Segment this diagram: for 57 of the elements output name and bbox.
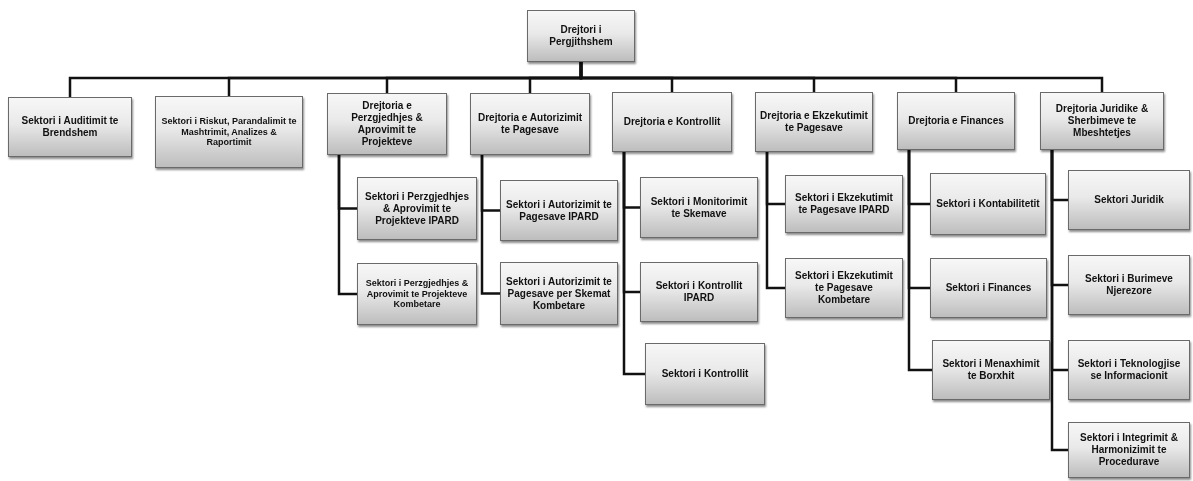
org-unit-box (470, 93, 590, 155)
unit-name: Sektori i Riskut, Parandalimit te Mashtrimit, Analizes & Raportimit (160, 115, 298, 149)
org-unit-box (640, 262, 758, 322)
unit-name: Sektori i Finances (945, 282, 1032, 294)
unit-name: Sektori i Perzgjedhjes & Aprovimit te Projekteve Kombetare (364, 277, 470, 311)
connector-line (622, 152, 645, 376)
unit-name: Sektori i Ekzekutimit te Pagesave IPARD (794, 192, 894, 216)
unit-name: Sektori i Ekzekutimit te Pagesave Kombetare (794, 270, 894, 306)
connector-line (579, 62, 1104, 92)
org-unit-box (1068, 255, 1190, 315)
org-unit-box (785, 258, 903, 318)
connector-line (337, 155, 357, 296)
org-unit-box (8, 97, 132, 157)
unit-name: Sektori i Kontabilitetit (936, 198, 1040, 210)
unit-name: Sektori i Monitorimit te Skemave (649, 195, 749, 220)
unit-name: Drejtoria e Perzgjedhjes & Aprovimit te Projekteve (350, 100, 424, 148)
org-unit-box (500, 180, 618, 241)
org-unit-box (1040, 92, 1164, 150)
unit-name: Sektori i Integrimit & Harmonizimit te Procedurave (1079, 432, 1179, 468)
org-unit-box (640, 177, 758, 238)
org-unit-box (930, 258, 1047, 318)
connector-line (907, 150, 932, 372)
org-unit-box (755, 92, 873, 152)
connector-line (1050, 150, 1068, 452)
connector-line (480, 155, 500, 295)
unit-name: Drejtoria e Finances (908, 115, 1004, 127)
unit-name: Sektori i Perzgjedhjes & Aprovimit te Projekteve IPARD (364, 190, 470, 227)
org-unit-box (897, 92, 1015, 150)
org-unit-box (785, 175, 903, 233)
org-unit-box (500, 262, 618, 325)
org-unit-box (155, 96, 303, 168)
unit-name: Sektori i Autorizimit te Pagesave IPARD (505, 198, 613, 223)
org-unit-box (1068, 340, 1190, 400)
unit-name: Sektori i Auditimit te Brendshem (20, 115, 120, 139)
unit-name: Sektori i Menaxhimit te Borxhit (941, 358, 1041, 382)
org-unit-box (527, 10, 635, 62)
org-unit-box (1068, 170, 1190, 230)
unit-name: Sektori i Kontrollit IPARD (654, 280, 744, 304)
unit-name: Drejtoria e Autorizimit te Pagesave (476, 112, 584, 136)
unit-name: Drejtoria Juridike & Sherbimeve te Mbeshtetjes (1054, 103, 1150, 139)
unit-name: Sektori Juridik (1094, 194, 1164, 206)
org-unit-box (645, 343, 765, 405)
org-unit-box (932, 340, 1050, 400)
unit-name: Sektori i Burimeve Njerezore (1084, 273, 1174, 297)
org-unit-box (357, 263, 477, 325)
org-unit-box (1068, 422, 1190, 478)
org-unit-box (930, 173, 1046, 235)
unit-name: Drejtori i Pergjithshem (548, 24, 614, 48)
org-unit-box (612, 92, 732, 152)
unit-name: Sektori i Teknologjise se Informacionit (1076, 358, 1182, 382)
unit-name: Drejtoria e Kontrollit (623, 116, 721, 128)
unit-name: Sektori i Autorizimit te Pagesave per Skemat Kombetare (505, 275, 613, 312)
unit-name: Sektori i Kontrollit (661, 368, 749, 380)
org-unit-box (327, 93, 447, 155)
unit-name: Drejtoria e Ekzekutimit te Pagesave (760, 110, 868, 134)
connector-line (765, 152, 785, 290)
org-unit-box (357, 177, 477, 240)
